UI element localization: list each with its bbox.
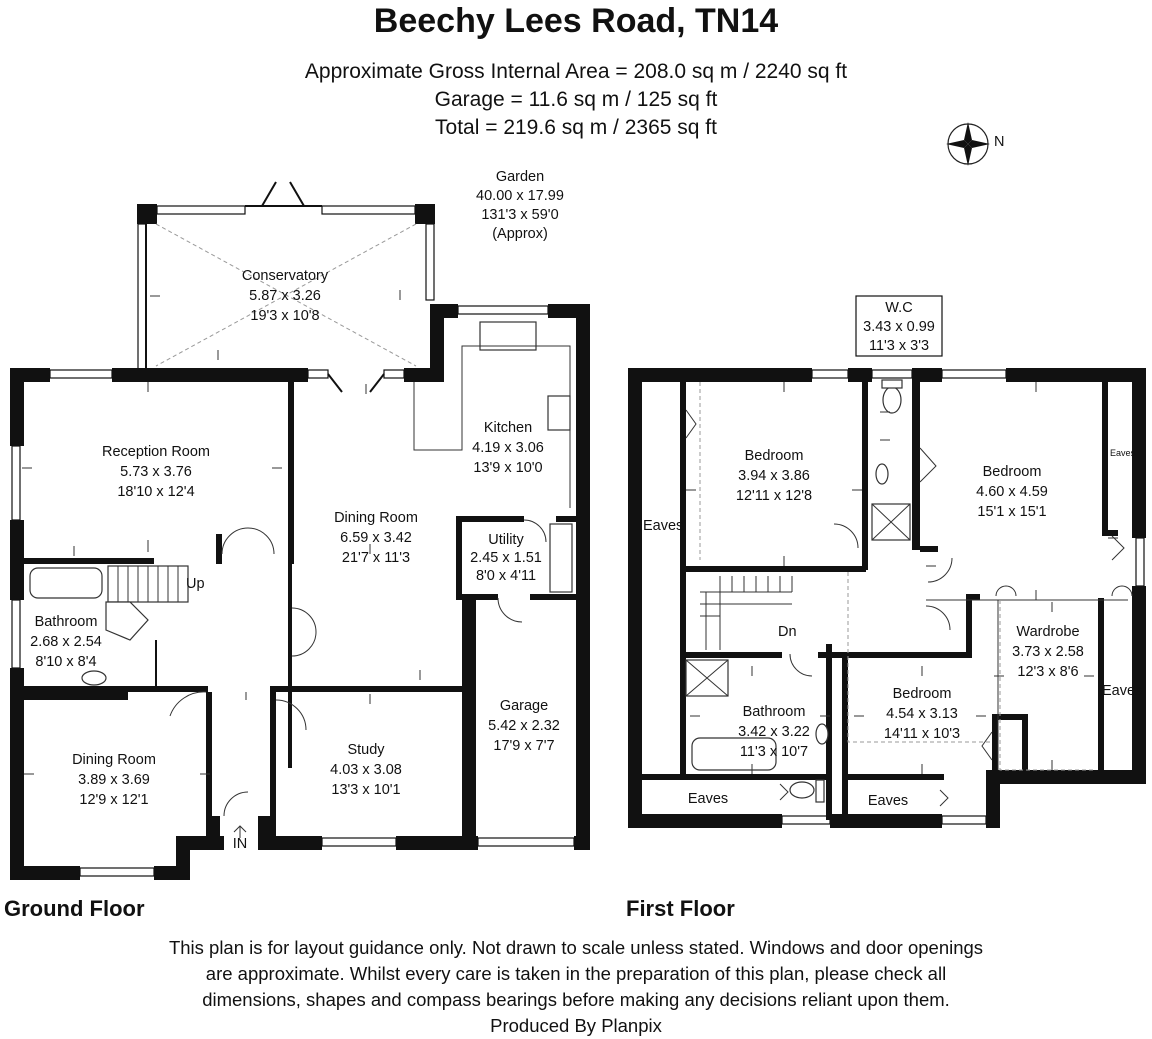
room-label-dining-main: Dining Room 6.59 x 3.42 21'7 x 11'3 <box>334 510 418 566</box>
first-floor-plan <box>628 368 1146 828</box>
svg-text:13'9 x 10'0: 13'9 x 10'0 <box>473 460 542 476</box>
disclaimer-line: are approximate. Whilst every care is ta… <box>205 963 947 984</box>
svg-text:Reception Room: Reception Room <box>102 444 210 460</box>
compass-icon: N <box>946 122 1004 166</box>
room-label-dining-front: Dining Room 3.89 x 3.69 12'9 x 12'1 <box>72 752 156 808</box>
eaves-label-bottom-mid: Eaves <box>868 793 908 809</box>
room-label-garage: Garage 5.42 x 2.32 17'9 x 7'7 <box>488 698 560 754</box>
room-label-wardrobe: Wardrobe 3.73 x 2.58 12'3 x 8'6 <box>1012 624 1084 680</box>
svg-text:3.89 x 3.69: 3.89 x 3.69 <box>78 772 150 788</box>
room-label-bathroom-first: Bathroom 3.42 x 3.22 11'3 x 10'7 <box>738 704 810 760</box>
producer-credit: Produced By Planpix <box>490 1015 662 1036</box>
total-area-text: Total = 219.6 sq m / 2365 sq ft <box>435 116 717 139</box>
eaves-label-right: Eaves <box>1102 683 1142 699</box>
garden-metric: 40.00 x 17.99 <box>476 188 564 204</box>
svg-text:Bathroom: Bathroom <box>743 704 806 720</box>
disclaimer-line: This plan is for layout guidance only. N… <box>168 937 984 958</box>
svg-text:14'11 x 10'3: 14'11 x 10'3 <box>884 726 960 742</box>
svg-text:19'3 x 10'8: 19'3 x 10'8 <box>250 308 319 324</box>
svg-text:Utility: Utility <box>488 532 524 548</box>
svg-text:Bedroom: Bedroom <box>745 448 804 464</box>
svg-text:Dining Room: Dining Room <box>72 752 156 768</box>
ground-floor-label: Ground Floor <box>4 896 145 921</box>
garden-label: Garden 40.00 x 17.99 131'3 x 59'0 (Appro… <box>476 169 564 242</box>
svg-text:6.59 x 3.42: 6.59 x 3.42 <box>340 530 412 546</box>
ground-floor-plan <box>10 181 590 880</box>
garden-name: Garden <box>496 169 544 185</box>
svg-text:Bedroom: Bedroom <box>983 464 1042 480</box>
svg-text:11'3 x 10'7: 11'3 x 10'7 <box>740 744 808 760</box>
svg-text:Conservatory: Conservatory <box>242 268 329 284</box>
svg-text:15'1 x 15'1: 15'1 x 15'1 <box>977 504 1046 520</box>
room-label-reception: Reception Room 5.73 x 3.76 18'10 x 12'4 <box>102 444 210 500</box>
disclaimer-line: dimensions, shapes and compass bearings … <box>202 989 950 1010</box>
svg-text:8'10 x 8'4: 8'10 x 8'4 <box>35 654 96 670</box>
room-label-utility: Utility 2.45 x 1.51 8'0 x 4'11 <box>470 532 542 584</box>
svg-text:W.C: W.C <box>885 300 912 316</box>
floor-plan-drawing: N Garden 40.00 x 17.99 131'3 x 59'0 (App… <box>10 122 1146 880</box>
svg-text:4.03 x 3.08: 4.03 x 3.08 <box>330 762 402 778</box>
svg-text:3.43 x 0.99: 3.43 x 0.99 <box>863 319 935 335</box>
eaves-label-left: Eaves <box>643 518 683 534</box>
svg-text:Kitchen: Kitchen <box>484 420 532 436</box>
svg-text:Wardrobe: Wardrobe <box>1016 624 1079 640</box>
svg-text:2.45 x 1.51: 2.45 x 1.51 <box>470 550 542 566</box>
svg-text:3.94 x 3.86: 3.94 x 3.86 <box>738 468 810 484</box>
room-label-kitchen: Kitchen 4.19 x 3.06 13'9 x 10'0 <box>472 420 544 476</box>
garden-imperial: 131'3 x 59'0 <box>481 207 558 223</box>
svg-text:18'10 x 12'4: 18'10 x 12'4 <box>117 484 194 500</box>
svg-text:5.42 x 2.32: 5.42 x 2.32 <box>488 718 560 734</box>
svg-text:4.19 x 3.06: 4.19 x 3.06 <box>472 440 544 456</box>
svg-text:17'9 x 7'7: 17'9 x 7'7 <box>493 738 554 754</box>
svg-text:12'9 x 12'1: 12'9 x 12'1 <box>79 792 148 808</box>
svg-text:Bathroom: Bathroom <box>35 614 98 630</box>
compass-north-label: N <box>994 134 1004 150</box>
svg-text:5.73 x 3.76: 5.73 x 3.76 <box>120 464 192 480</box>
svg-text:5.87 x 3.26: 5.87 x 3.26 <box>249 288 321 304</box>
svg-text:2.68 x 2.54: 2.68 x 2.54 <box>30 634 102 650</box>
svg-text:3.42 x 3.22: 3.42 x 3.22 <box>738 724 810 740</box>
gross-area-text: Approximate Gross Internal Area = 208.0 … <box>304 60 848 83</box>
eaves-label-bottom-left: Eaves <box>688 791 728 807</box>
svg-text:21'7 x 11'3: 21'7 x 11'3 <box>342 550 410 566</box>
first-floor-stairs <box>700 576 793 650</box>
room-label-bedroom3: Bedroom 4.54 x 3.13 14'11 x 10'3 <box>884 686 960 742</box>
room-label-bathroom-ground: Bathroom 2.68 x 2.54 8'10 x 8'4 <box>30 614 102 670</box>
stairs-down-label: Dn <box>778 624 797 640</box>
svg-text:12'3 x 8'6: 12'3 x 8'6 <box>1017 664 1078 680</box>
svg-text:Garage: Garage <box>500 698 548 714</box>
svg-text:Dining Room: Dining Room <box>334 510 418 526</box>
svg-text:11'3 x 3'3: 11'3 x 3'3 <box>869 338 929 354</box>
room-label-bedroom2: Bedroom 4.60 x 4.59 15'1 x 15'1 <box>976 464 1048 520</box>
svg-text:Study: Study <box>347 742 385 758</box>
stairs-up-label: Up <box>186 576 205 592</box>
first-floor-label: First Floor <box>626 896 735 921</box>
svg-text:8'0 x 4'11: 8'0 x 4'11 <box>476 568 536 584</box>
svg-text:4.54 x 3.13: 4.54 x 3.13 <box>886 706 958 722</box>
page-title: Beechy Lees Road, TN14 <box>373 2 779 40</box>
room-label-bedroom1: Bedroom 3.94 x 3.86 12'11 x 12'8 <box>736 448 812 504</box>
conservatory-structure <box>137 181 435 371</box>
eaves-label-top-right: Eaves <box>1110 448 1136 458</box>
room-label-wc: W.C 3.43 x 0.99 11'3 x 3'3 <box>863 300 935 354</box>
disclaimer: This plan is for layout guidance only. N… <box>0 935 1152 1039</box>
svg-text:12'11 x 12'8: 12'11 x 12'8 <box>736 488 812 504</box>
svg-text:13'3 x 10'1: 13'3 x 10'1 <box>331 782 400 798</box>
svg-text:4.60 x 4.59: 4.60 x 4.59 <box>976 484 1048 500</box>
svg-text:3.73 x 2.58: 3.73 x 2.58 <box>1012 644 1084 660</box>
room-label-conservatory: Conservatory 5.87 x 3.26 19'3 x 10'8 <box>242 268 329 324</box>
room-label-study: Study 4.03 x 3.08 13'3 x 10'1 <box>330 742 402 798</box>
svg-text:Bedroom: Bedroom <box>893 686 952 702</box>
garden-note: (Approx) <box>492 226 548 242</box>
ground-stairs <box>107 565 189 603</box>
garage-area-text: Garage = 11.6 sq m / 125 sq ft <box>434 88 718 111</box>
entrance-in-label: IN <box>233 836 248 852</box>
wc-label-box <box>855 295 943 357</box>
